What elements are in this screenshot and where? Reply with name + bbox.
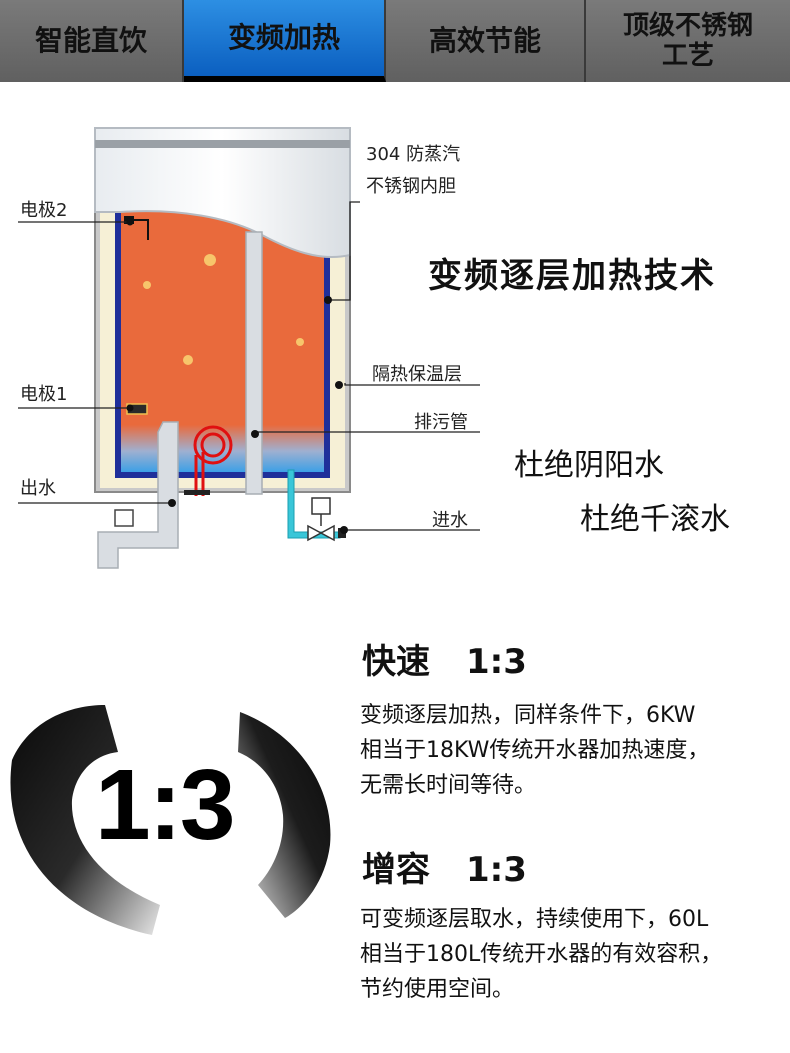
insulation-label: 隔热保温层 bbox=[372, 364, 462, 385]
slogan-no-reboiled-water: 杜绝千滚水 bbox=[580, 502, 730, 537]
electrode-2-label: 电极2 bbox=[20, 200, 68, 221]
bubble bbox=[183, 355, 193, 365]
tab-label: 高效节能 bbox=[428, 24, 541, 57]
feature-ratio: 1:3 bbox=[466, 642, 527, 682]
slogan-no-mixed-water: 杜绝阴阳水 bbox=[514, 448, 664, 483]
tab-variable-frequency-heating[interactable]: 变频加热 bbox=[184, 0, 386, 82]
feature-title-text: 增容 bbox=[362, 850, 430, 890]
bubble bbox=[204, 254, 216, 266]
tank-material-label-1: 304 防蒸汽 bbox=[366, 144, 461, 165]
feature-title-fast: 快速 1:3 bbox=[362, 634, 527, 683]
outlet-valve bbox=[114, 509, 134, 527]
electrode-1-label: 电极1 bbox=[20, 384, 68, 405]
water-heater-diagram bbox=[18, 127, 480, 569]
drain-pipe-label: 排污管 bbox=[414, 412, 468, 433]
tab-smart-direct-drink[interactable]: 智能直饮 bbox=[0, 0, 184, 82]
feature-line: 节约使用空间。 bbox=[360, 977, 515, 1002]
water-out-label: 出水 bbox=[20, 478, 56, 499]
feature-title-text: 快速 bbox=[362, 642, 430, 682]
bubble bbox=[296, 338, 304, 346]
feature-line: 变频逐层加热，同样条件下，6KW bbox=[360, 703, 696, 728]
tab-label: 顶级不锈钢 工艺 bbox=[622, 11, 753, 71]
bubble bbox=[143, 281, 151, 289]
tab-stainless-steel-craft[interactable]: 顶级不锈钢 工艺 bbox=[586, 0, 790, 82]
water-in-label: 进水 bbox=[432, 510, 468, 531]
feature-title-capacity: 增容 1:3 bbox=[362, 842, 527, 891]
tab-label: 智能直饮 bbox=[34, 24, 147, 57]
drain-pipe bbox=[245, 231, 263, 495]
ring-ratio-text: 1:3 bbox=[95, 749, 236, 861]
ring-arc-right bbox=[238, 712, 331, 918]
ring-arc-left bbox=[10, 705, 160, 935]
tab-label: 变频加热 bbox=[227, 21, 340, 54]
outlet-pipe bbox=[97, 421, 179, 569]
ratio-ring-graphic bbox=[10, 705, 331, 935]
feature-line: 相当于18KW传统开水器加热速度， bbox=[360, 738, 710, 763]
tank-material-label-2: 不锈钢内胆 bbox=[366, 176, 456, 197]
feature-line: 相当于180L传统开水器的有效容积， bbox=[360, 942, 723, 967]
feature-body-capacity: 可变频逐层取水，持续使用下，60L 相当于180L传统开水器的有效容积， 节约使… bbox=[360, 902, 780, 1007]
feature-body-fast: 变频逐层加热，同样条件下，6KW 相当于18KW传统开水器加热速度， 无需长时间… bbox=[360, 698, 780, 803]
inlet-valve bbox=[307, 497, 335, 542]
tab-energy-saving[interactable]: 高效节能 bbox=[386, 0, 586, 82]
feature-ratio: 1:3 bbox=[466, 850, 527, 890]
tech-heading: 变频逐层加热技术 bbox=[428, 256, 716, 296]
feature-line: 可变频逐层取水，持续使用下，60L bbox=[360, 907, 709, 932]
feature-line: 无需长时间等待。 bbox=[360, 773, 537, 798]
tab-bar: 智能直饮 变频加热 高效节能 顶级不锈钢 工艺 bbox=[0, 0, 790, 82]
heater-coil bbox=[193, 425, 233, 496]
